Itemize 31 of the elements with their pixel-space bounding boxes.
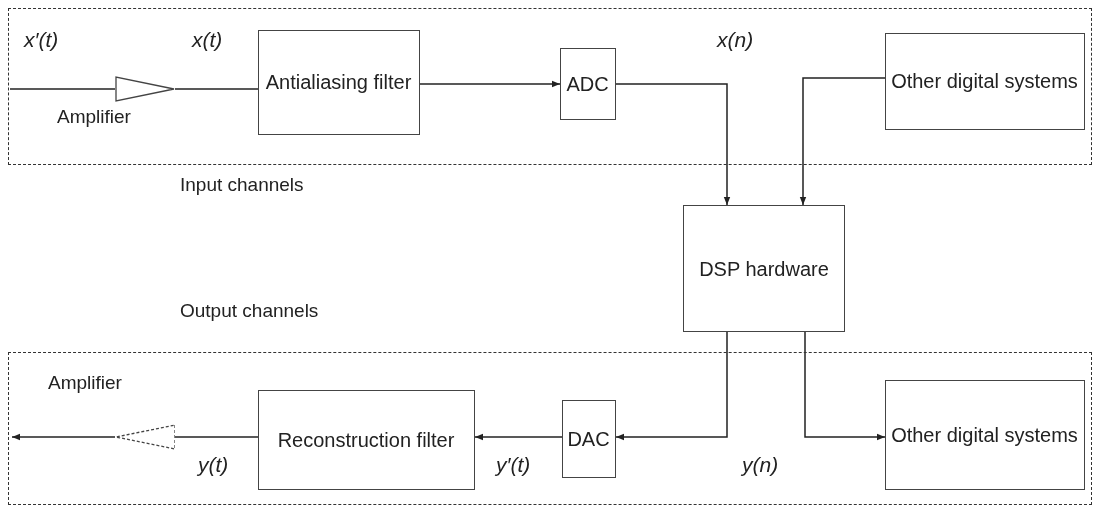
dashed-group-boundary	[8, 352, 1092, 505]
amplifier-triangle	[114, 423, 175, 450]
signal-label: y(n)	[740, 453, 780, 477]
process-box	[683, 205, 845, 332]
box-label: Reconstruction filter	[277, 427, 455, 453]
process-box	[257, 29, 420, 135]
arrow	[419, 80, 561, 88]
signal-label: x(n)	[715, 28, 755, 52]
group-heading: Input channels	[180, 174, 304, 196]
box-label: DSP hardware	[699, 256, 829, 282]
component-label: Amplifier	[48, 372, 122, 394]
group-heading: Output channels	[180, 300, 319, 322]
process-box	[559, 47, 616, 120]
arrow	[11, 433, 116, 441]
dashed-group-boundary	[8, 8, 1092, 165]
process-box	[257, 389, 475, 490]
arrow	[615, 331, 728, 441]
arrow	[474, 433, 563, 441]
process-box	[561, 399, 616, 478]
box-label: DAC	[567, 426, 610, 452]
process-box	[884, 379, 1085, 490]
arrow	[799, 77, 886, 206]
box-label: Antialiasing filter	[265, 70, 412, 95]
box-label: Other digital systems	[891, 69, 1078, 94]
box-label: ADC	[566, 71, 609, 97]
arrow	[804, 331, 886, 441]
process-box	[884, 32, 1085, 130]
amplifier-triangle	[114, 75, 175, 102]
arrow	[615, 83, 731, 206]
box-label: Other digital systems	[891, 422, 1078, 448]
component-label: Amplifier	[57, 106, 131, 128]
